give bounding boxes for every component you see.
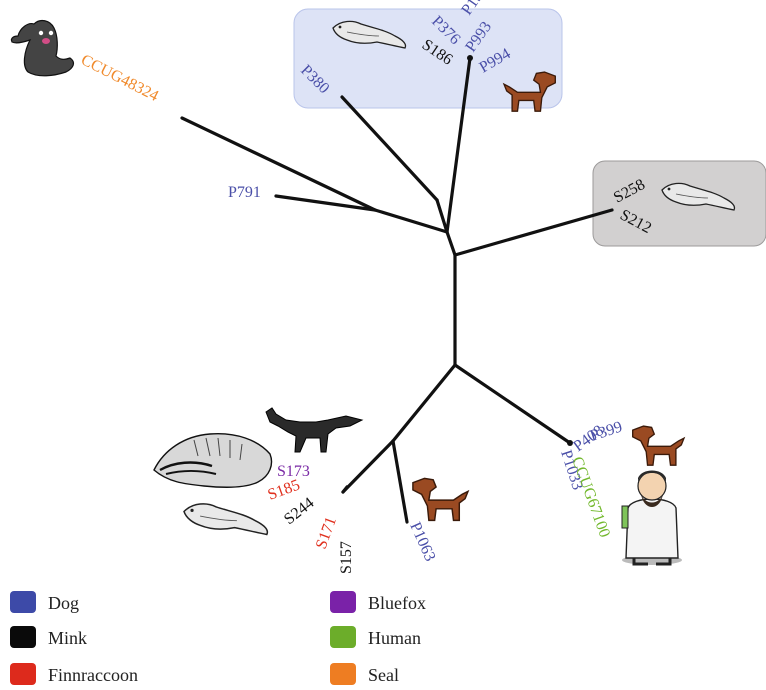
legend-swatch bbox=[330, 626, 356, 648]
legend-swatch bbox=[10, 663, 36, 685]
scientist-icon bbox=[622, 471, 682, 566]
leaf-s185: S185 bbox=[266, 477, 303, 504]
branch-node bbox=[467, 55, 473, 61]
legend-label: Mink bbox=[48, 628, 87, 648]
legend-item: Mink bbox=[10, 626, 87, 648]
legend-item: Dog bbox=[10, 591, 79, 613]
legend-label: Human bbox=[368, 628, 421, 648]
legend-swatch bbox=[10, 591, 36, 613]
mink-icon bbox=[184, 504, 267, 535]
leaf-ccug67100: CCUG67100 bbox=[568, 455, 613, 540]
leaf-s171: S171 bbox=[313, 515, 340, 552]
leaf-s157: S157 bbox=[338, 541, 355, 574]
legend-label: Seal bbox=[368, 665, 399, 685]
leaf-ccug48324: CCUG48324 bbox=[78, 51, 161, 104]
dog-icon bbox=[413, 478, 468, 520]
legend-swatch bbox=[10, 626, 36, 648]
badger-icon bbox=[154, 434, 272, 488]
legend-swatch bbox=[330, 663, 356, 685]
seal-icon bbox=[11, 21, 73, 76]
legend-item: Finnraccoon bbox=[10, 663, 138, 685]
leaf-p1063: P1063 bbox=[406, 520, 438, 564]
dog-icon bbox=[633, 426, 684, 465]
legend-item: Bluefox bbox=[330, 591, 426, 613]
fox-icon bbox=[266, 408, 362, 452]
leaf-s244: S244 bbox=[281, 494, 317, 528]
legend-label: Finnraccoon bbox=[48, 665, 138, 685]
legend-label: Bluefox bbox=[368, 593, 426, 613]
leaf-p791: P791 bbox=[228, 184, 261, 201]
legend-label: Dog bbox=[48, 593, 79, 613]
legend-item: Human bbox=[330, 626, 421, 648]
legend-swatch bbox=[330, 591, 356, 613]
legend-item: Seal bbox=[330, 663, 399, 685]
